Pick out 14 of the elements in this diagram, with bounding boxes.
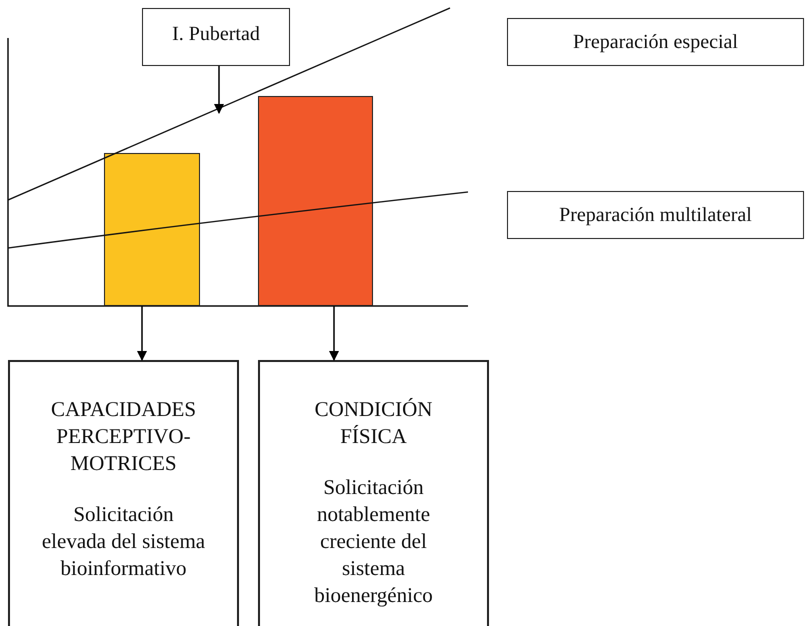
arrow — [214, 66, 224, 114]
label-box: Preparación especial — [507, 18, 804, 66]
arrow — [329, 306, 339, 361]
box-heading: CONDICIÓN FÍSICA — [314, 396, 434, 450]
arrow — [137, 306, 147, 361]
box-heading: CAPACIDADES PERCEPTIVO-MOTRICES — [50, 396, 198, 477]
chart-bar — [258, 96, 373, 306]
box-description: Solicitación notablemente creciente del sistema bioenergénico — [313, 474, 434, 609]
label-box: I. Pubertad — [142, 8, 290, 66]
box-description: Solicitación elevada del sistema bioinformativo — [41, 501, 206, 582]
label-box: Preparación multilateral — [507, 191, 804, 239]
text-box — [258, 360, 489, 626]
chart-bar — [104, 153, 200, 306]
text-box — [8, 360, 239, 626]
